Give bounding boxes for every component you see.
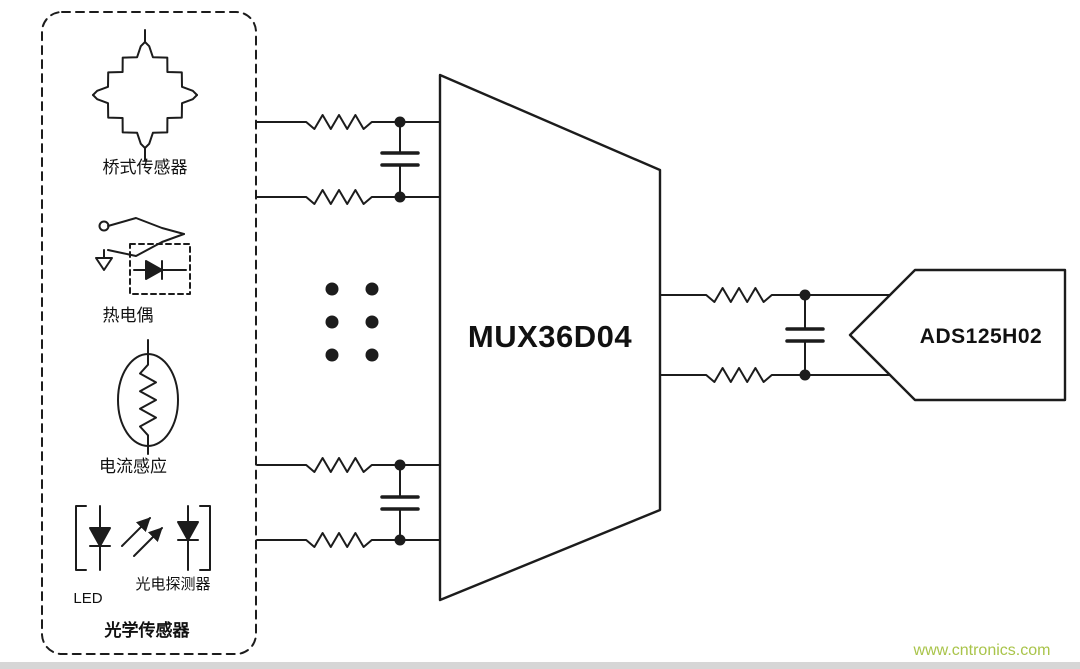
diode-icon xyxy=(145,260,163,280)
mux-block xyxy=(438,73,662,602)
resistor-filters xyxy=(92,41,779,548)
adc-label: ADS125H02 xyxy=(920,325,1042,348)
channel-ellipsis-dots xyxy=(325,282,379,362)
adc-block xyxy=(848,268,1067,402)
mux-label: MUX36D04 xyxy=(468,319,632,354)
wires xyxy=(256,121,891,541)
line-art xyxy=(41,11,1067,655)
light-ray-icon xyxy=(133,527,163,557)
photodiode-icon xyxy=(177,521,199,541)
optical-sensor-symbol xyxy=(75,505,211,571)
led-label: LED xyxy=(73,590,102,607)
current-sense-symbol xyxy=(117,339,179,455)
thermocouple-symbol xyxy=(95,217,191,295)
current-sense-label: 电流感应 xyxy=(99,457,167,476)
thermocouple-label: 热电偶 xyxy=(103,306,154,325)
watermark-text: www.cntronics.com xyxy=(913,642,1051,659)
capacitor-filters xyxy=(380,151,825,511)
protection-box xyxy=(129,243,191,295)
junction-dots xyxy=(394,116,811,546)
light-ray-icon xyxy=(121,517,151,547)
bridge-sensor-label: 桥式传感器 xyxy=(103,158,188,177)
sensor-group-box xyxy=(41,11,257,655)
photodetector-bracket xyxy=(199,505,211,571)
capacitor-stems xyxy=(399,121,806,541)
bottom-border-strip xyxy=(0,662,1080,669)
led-icon xyxy=(89,527,111,547)
ground-icon xyxy=(95,257,113,271)
optical-group-label: 光学传感器 xyxy=(104,620,191,640)
led-bracket xyxy=(75,505,87,571)
photodetector-label: 光电探测器 xyxy=(135,576,210,593)
